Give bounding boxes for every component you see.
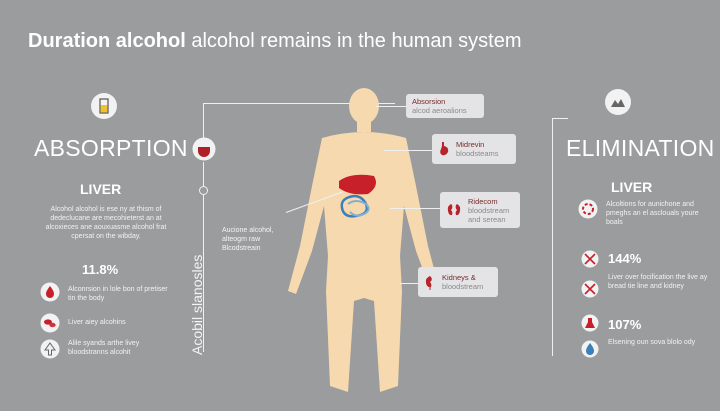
callout-1-line1: Absorsion xyxy=(412,97,446,106)
connector-line-left-top xyxy=(203,103,204,147)
elimination-heading: ELIMINATION xyxy=(566,135,715,161)
right-item-3-text: Liver over focification the live ay brea… xyxy=(608,274,708,290)
red-cells-icon xyxy=(40,313,60,333)
callout-3-pointer xyxy=(390,208,440,209)
callout-stomach: Midrevin bloodsteams xyxy=(432,134,516,164)
glass-icon xyxy=(90,92,118,120)
vertical-label: Acobil slanosles xyxy=(189,254,205,355)
right-item-1-text: Alcoltions for aunichone and pmeghs an e… xyxy=(606,201,699,226)
stomach-icon xyxy=(438,141,450,157)
arrow-up-icon xyxy=(40,339,60,359)
liver-enzymes-icon xyxy=(578,199,598,219)
right-stat-1: 144% xyxy=(608,251,642,266)
left-description: Alcohol alcohol is ese ny at thism of de… xyxy=(45,206,167,240)
title-bold: Duration alcohol xyxy=(28,30,186,52)
callout-1-pointer xyxy=(376,106,406,107)
connector-line-right-top xyxy=(552,118,568,119)
people-icon xyxy=(604,88,632,116)
water-drop-icon xyxy=(581,340,599,358)
connector-line-right xyxy=(552,118,553,356)
body-note: Aucione alcohol, alteogm raw Blcodstreai… xyxy=(222,227,274,252)
callout-4-line1: Kidneys & xyxy=(442,273,476,282)
no-alcohol-icon xyxy=(581,250,599,268)
kidney-small-icon xyxy=(424,274,436,290)
flask-icon xyxy=(581,314,599,332)
callout-kidneys-bloodstream: Kidneys & bloodstream xyxy=(418,267,498,297)
callout-4-line2: bloodstream xyxy=(442,282,484,291)
left-item-2-text: Liver aiey alcohins xyxy=(68,319,126,326)
absorption-heading: ABSORPTION xyxy=(34,135,188,161)
connector-node xyxy=(199,186,208,195)
no-drink-icon xyxy=(581,280,599,298)
right-stat-2: 107% xyxy=(608,317,642,332)
left-item-3-text: Alile syands arthe livey bloodstranns al… xyxy=(68,340,140,356)
title-rest: alcohol remains in the human system xyxy=(185,30,522,52)
right-liver-subheading: LIVER xyxy=(611,179,653,195)
callout-1-line2: alcod aeroalions xyxy=(412,106,467,115)
kidney-icon xyxy=(446,202,462,218)
callout-3-line1: Ridecom xyxy=(468,196,498,206)
callout-2-line1: Midrevin xyxy=(456,140,485,149)
connector-line-top xyxy=(203,103,395,104)
wine-glass-icon xyxy=(192,137,216,161)
callout-kidney: Ridecom bloodstream and serean xyxy=(440,192,520,228)
callout-2-pointer xyxy=(384,150,432,151)
callout-absorption: Absorsion alcod aeroalions xyxy=(406,94,484,118)
callout-3-line2: bloodstream and serean xyxy=(468,205,510,224)
liver-organ xyxy=(339,174,376,195)
connector-line-left xyxy=(203,162,204,352)
right-item-5-text: Elsening oun sova blolo ody xyxy=(608,339,696,346)
left-stat: 11.8% xyxy=(82,262,119,277)
callout-4-pointer xyxy=(400,283,418,284)
human-body-figure xyxy=(284,86,444,396)
page-title: Duration alcohol alcohol remains in the … xyxy=(28,30,522,53)
callout-2-line2: bloodsteams xyxy=(456,149,499,158)
left-item-1-text: Alconrsion in lole bon of pretiser tin t… xyxy=(68,286,168,302)
left-liver-subheading: LIVER xyxy=(80,181,122,197)
blood-drop-icon xyxy=(40,282,60,302)
